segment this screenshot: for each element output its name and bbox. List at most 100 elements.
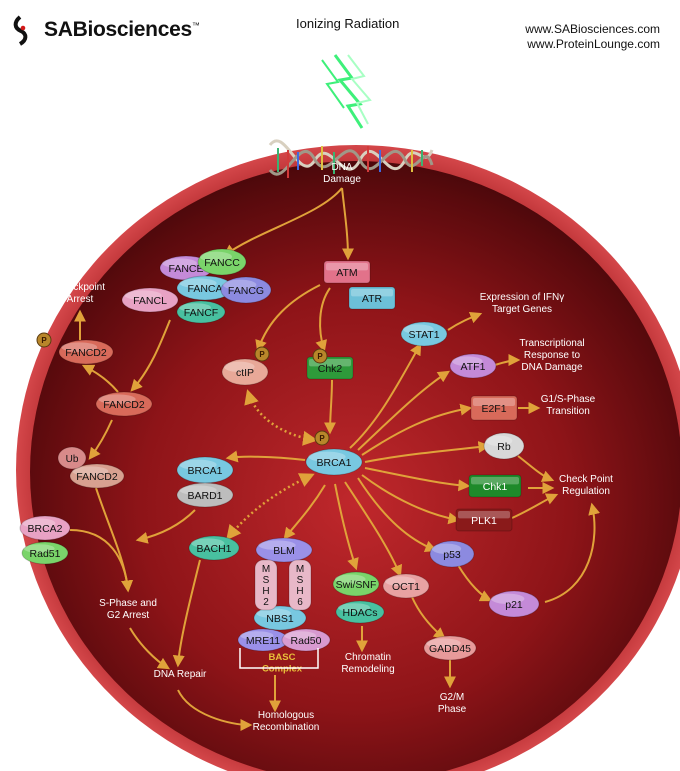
protein-mre11[interactable]: MRE11 (237, 628, 289, 652)
arrow-rb-checkpoint (517, 455, 555, 482)
arrow-fancd2-ub (88, 419, 113, 460)
protein-atr[interactable]: ATR (348, 286, 396, 310)
protein-letter: H (262, 586, 269, 597)
protein-chk1[interactable]: Chk1 (468, 474, 522, 498)
protein-oct1[interactable]: OCT1 (382, 573, 430, 599)
arrow-dna-atm (341, 187, 354, 261)
arrow-plk1-checkpoint (511, 493, 559, 519)
arrow-brca1-bach1 (226, 473, 315, 541)
arrow-brca1-rb (364, 441, 491, 463)
sa-logo-icon (13, 15, 28, 46)
protein-label: MRE11 (246, 635, 280, 647)
arrow-stat1-ifn (447, 311, 483, 331)
protein-label: p21 (505, 599, 523, 611)
label-dna-repair: DNA Repair (154, 669, 207, 680)
arrow-fanc-fancd2 (130, 319, 171, 392)
protein-atm[interactable]: ATM (323, 260, 371, 284)
logo-trademark: ™ (191, 21, 200, 30)
protein-atf1[interactable]: ATF1 (449, 353, 497, 379)
arrow-brca1-chk1 (364, 467, 471, 492)
protein-label: BRCA1 (316, 457, 351, 469)
protein-label: NBS1 (266, 613, 294, 625)
protein-label: BLM (273, 545, 295, 557)
protein-label: Rb (497, 441, 511, 453)
protein-bach1[interactable]: BACH1 (188, 535, 240, 561)
protein-label: BARD1 (187, 490, 222, 502)
phosphate-icon: P (312, 348, 328, 364)
protein-blm[interactable]: BLM (255, 537, 313, 563)
protein-bard1[interactable]: BARD1 (176, 482, 234, 508)
protein-label: OCT1 (392, 581, 420, 593)
protein-gadd45[interactable]: GADD45 (423, 635, 477, 661)
arrow-p53-p21 (457, 564, 493, 602)
protein-rb[interactable]: Rb (483, 432, 525, 460)
protein-label: PLK1 (471, 515, 497, 527)
url-proteinlounge[interactable]: www.ProteinLounge.com (527, 37, 660, 51)
protein-p53[interactable]: p53 (429, 540, 475, 568)
arrow-brca1-left (225, 450, 306, 463)
protein-swisnf[interactable]: Swi/SNF (332, 571, 380, 597)
protein-label: ATF1 (461, 361, 486, 373)
protein-label: Rad51 (30, 548, 61, 560)
radiation-bolt-icon (321, 54, 372, 129)
arrow-sphase-repair (129, 627, 171, 670)
protein-letter: S (297, 575, 304, 586)
protein-rad50[interactable]: Rad50 (281, 628, 331, 652)
protein-fancl[interactable]: FANCL (121, 287, 179, 313)
arrow-chk2-brca1 (324, 379, 337, 435)
protein-brca2[interactable]: BRCA2 (19, 515, 71, 541)
protein-fancg[interactable]: FANCG (220, 276, 272, 304)
arrow-brca1-oct1 (344, 481, 403, 578)
arrow-ctip-brca1 (244, 389, 318, 446)
arrow-brca1-plk1 (361, 474, 461, 525)
protein-fancd2-c[interactable]: FANCD2 (69, 463, 125, 489)
dotted-arrows (226, 389, 318, 541)
protein-stat1[interactable]: STAT1 (400, 321, 448, 347)
protein-letter: 6 (297, 597, 303, 608)
protein-e2f1[interactable]: E2F1 (470, 395, 518, 421)
protein-brca1-hub[interactable]: BRCA1 (305, 448, 363, 476)
arrow-fancd2-fancd2p (81, 364, 119, 393)
protein-p21[interactable]: p21 (488, 590, 540, 618)
protein-label: Rad50 (291, 635, 322, 647)
protein-label: HDACs (342, 607, 377, 619)
logo: SABiosciences™ (12, 14, 212, 48)
protein-label: FANCL (133, 295, 167, 307)
protein-fanca[interactable]: FANCA (176, 275, 234, 301)
protein-label: E2F1 (481, 403, 506, 415)
protein-label: FANCD2 (103, 399, 145, 411)
protein-fancd2-b[interactable]: FANCD2 (95, 391, 153, 417)
protein-hdacs[interactable]: HDACs (335, 600, 385, 624)
protein-letter: 2 (263, 597, 269, 608)
url-sabiosciences[interactable]: www.SABiosciences.com (525, 22, 660, 36)
arrow-atm-ctip (255, 284, 321, 353)
protein-fancf[interactable]: FANCF (176, 300, 226, 324)
protein-fancc[interactable]: FANCC (197, 248, 247, 276)
protein-nbs1[interactable]: NBS1 (253, 605, 307, 631)
arrow-brca1-p53 (357, 477, 438, 553)
arrow-dna-fanc (223, 187, 343, 257)
dna-helix-icon (268, 139, 434, 178)
svg-text:P: P (319, 434, 325, 443)
protein-fancd2-a[interactable]: FANCD2 (58, 339, 114, 365)
protein-ctip[interactable]: ctIP (221, 358, 269, 386)
protein-label: Chk1 (483, 481, 508, 493)
protein-plk1[interactable]: PLK1 (455, 508, 513, 532)
protein-label: GADD45 (429, 643, 471, 655)
protein-rad51[interactable]: Rad51 (21, 541, 69, 565)
phosphate-icon: P (254, 346, 270, 362)
protein-label: FANCD2 (76, 471, 118, 483)
arrow-bach1-repair (172, 559, 201, 668)
protein-brca1-a[interactable]: BRCA1 (176, 456, 234, 484)
protein-label: p53 (443, 549, 461, 561)
